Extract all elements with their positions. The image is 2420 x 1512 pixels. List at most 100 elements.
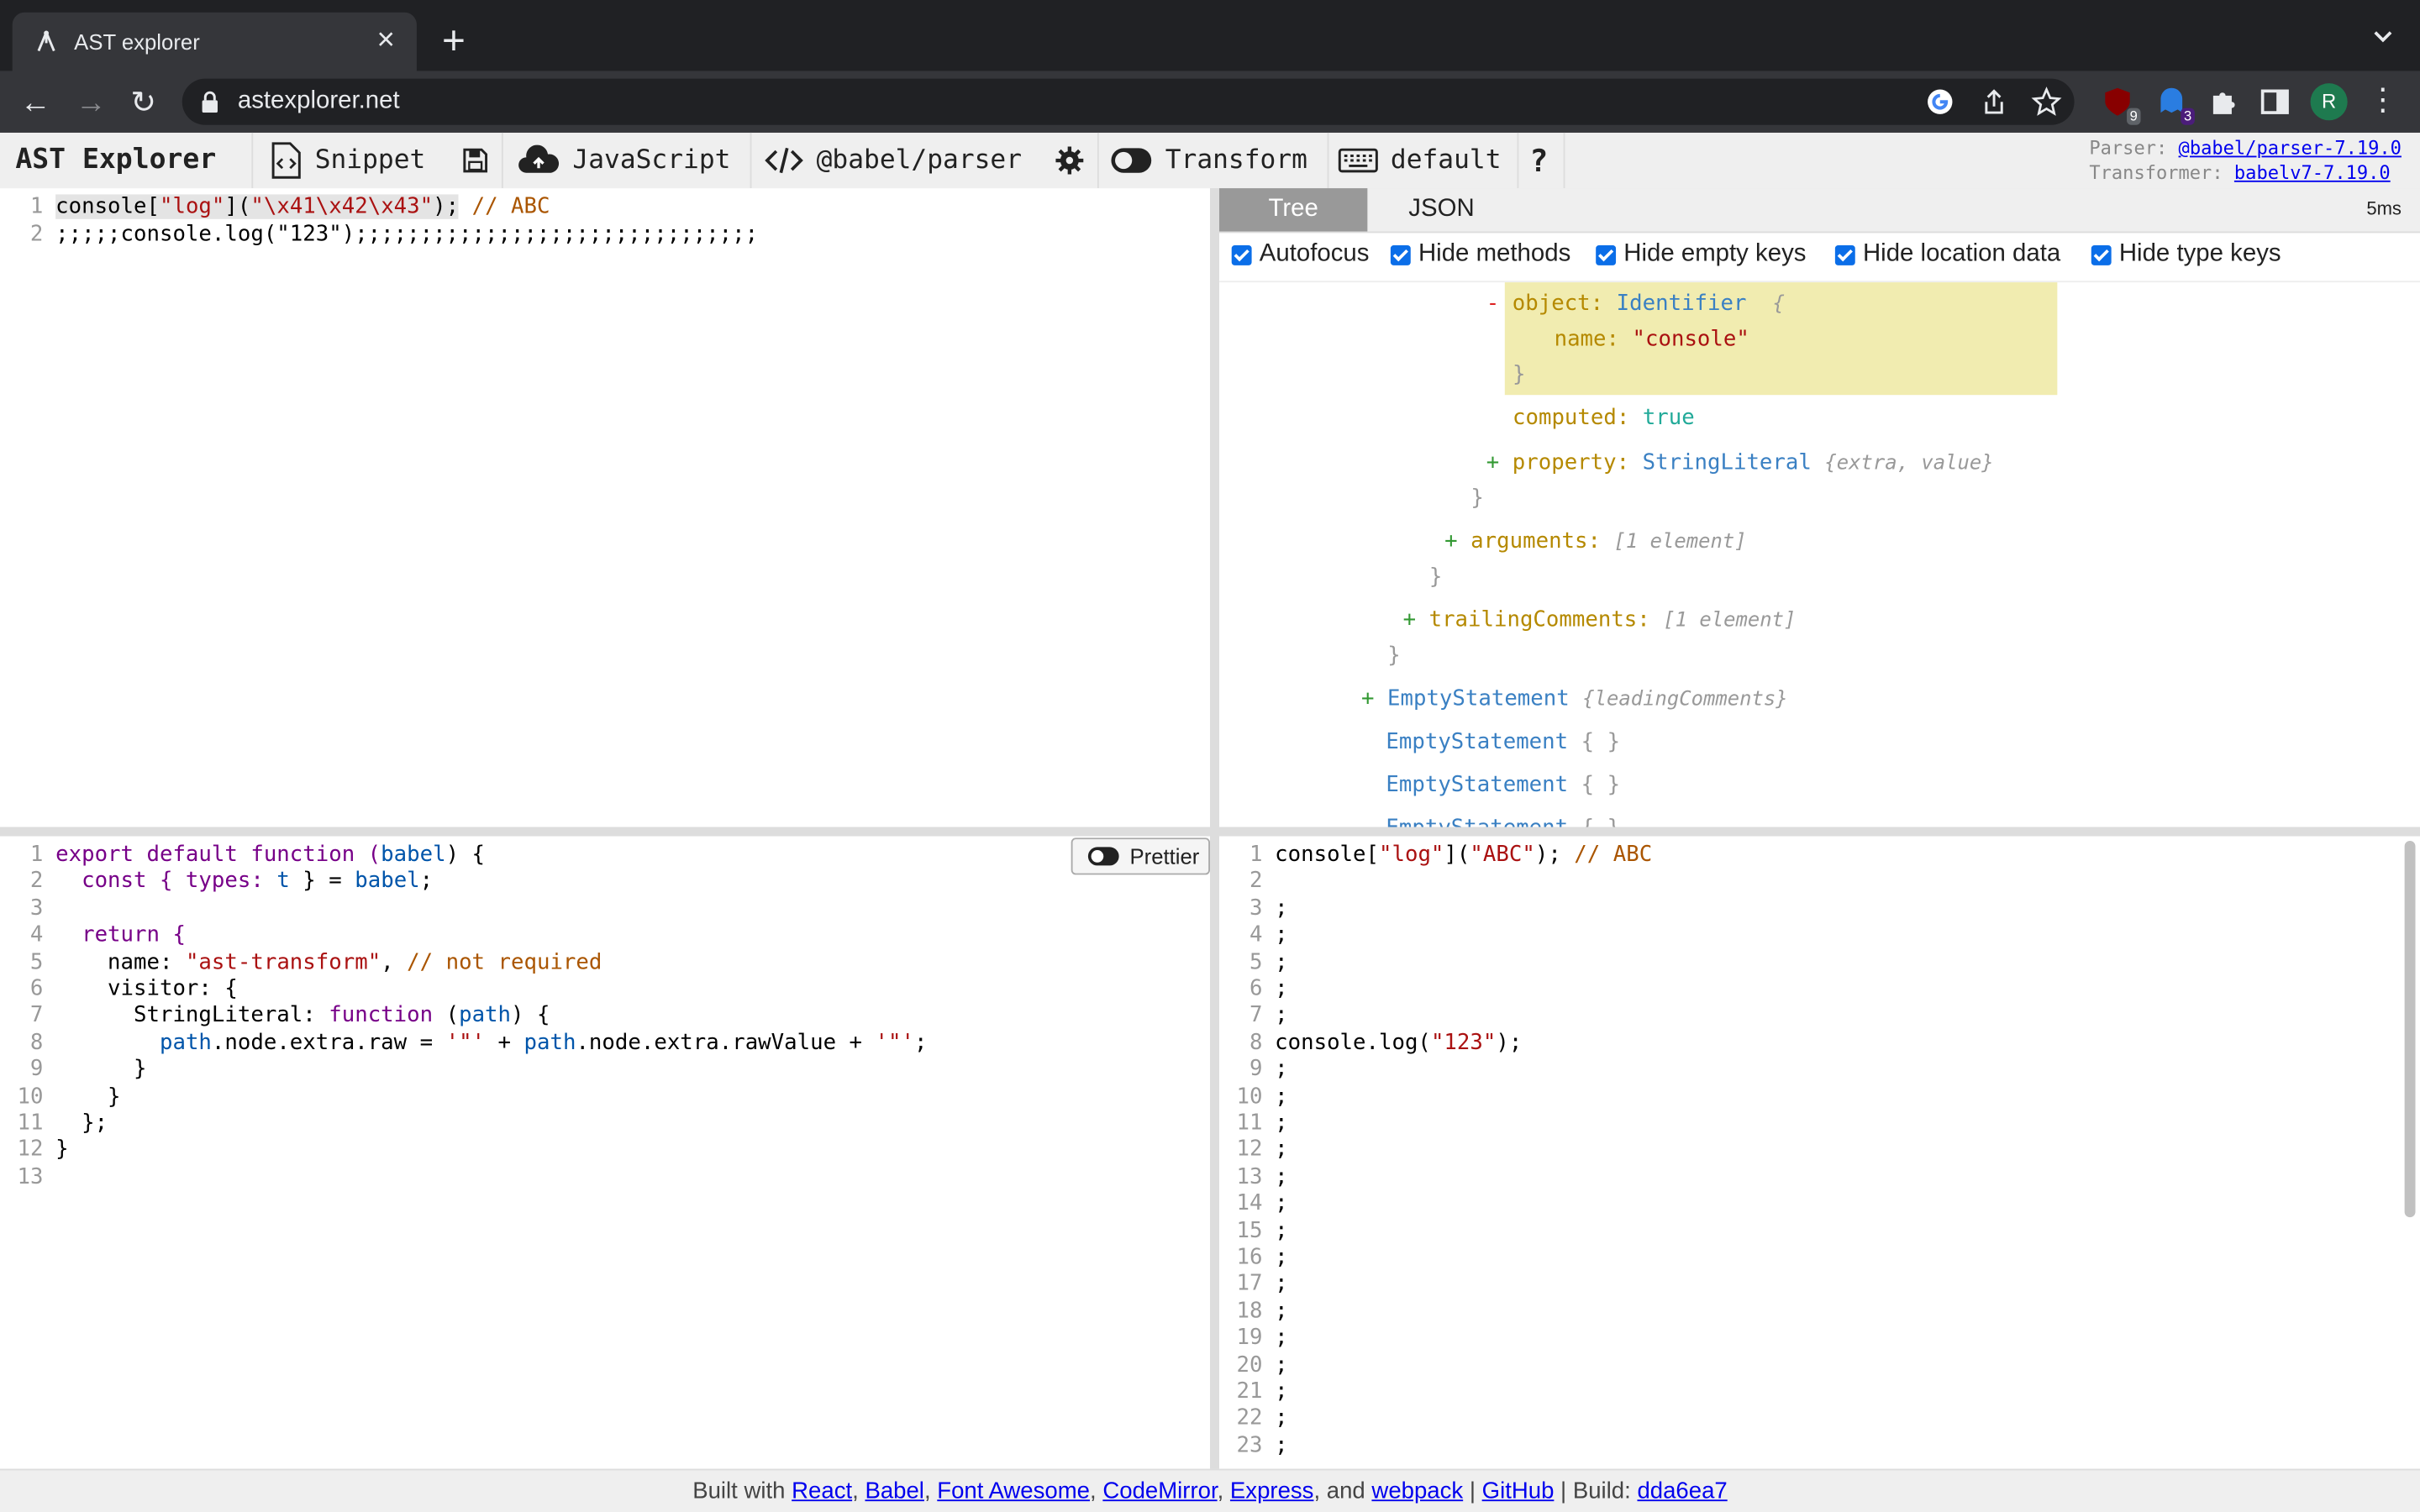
parser-menu[interactable]: @babel/parser <box>764 133 1022 188</box>
result-line: ; <box>1275 1379 1288 1404</box>
back-arrow-icon[interactable]: ← <box>19 86 51 121</box>
result-line: ; <box>1275 1191 1288 1216</box>
prettier-button[interactable]: Prettier <box>1071 837 1210 875</box>
checkbox-checked[interactable] <box>2091 244 2112 265</box>
profile-avatar[interactable]: R <box>2310 83 2348 121</box>
tree-brace: } <box>1387 643 1401 669</box>
horizontal-splitter[interactable] <box>0 827 2420 837</box>
line-number: 8 <box>1249 1030 1263 1055</box>
result-line: ; <box>1275 922 1288 948</box>
browser-menu-icon[interactable]: ⋮ <box>2367 83 2399 118</box>
ghostery-extension-icon[interactable]: 3 <box>2154 85 2195 125</box>
option-autofocus[interactable]: Autofocus <box>1231 241 1369 269</box>
url-text: astexplorer.net <box>237 87 400 114</box>
build-hash-link[interactable]: dda6ea7 <box>1637 1478 1728 1504</box>
google-icon[interactable] <box>1924 87 1955 118</box>
browser-tab[interactable]: AST explorer × <box>12 12 417 71</box>
tree-brace: } <box>1428 564 1443 590</box>
checkbox-checked[interactable] <box>1834 244 1855 265</box>
tree-prop-name: name: "console" <box>1554 327 1749 352</box>
tree-node-object[interactable]: - object: Identifier { <box>1486 291 1785 317</box>
tree-node-property[interactable]: + property: StringLiteral {extra, value} <box>1486 450 1994 475</box>
option-hide-location-data[interactable]: Hide location data <box>1834 241 2060 269</box>
tab-tree[interactable]: Tree <box>1219 188 1368 232</box>
cloud-upload-icon <box>518 144 560 173</box>
express-link[interactable]: Express <box>1229 1478 1314 1504</box>
line-number: 23 <box>1236 1432 1263 1458</box>
codemirror-link[interactable]: CodeMirror <box>1102 1478 1218 1504</box>
reload-icon[interactable]: ↻ <box>130 86 157 121</box>
checkbox-checked[interactable] <box>1231 244 1252 265</box>
tree-node-empty-statement[interactable]: + EmptyStatement {leadingComments} <box>1361 686 1788 711</box>
result-line: ; <box>1275 949 1288 975</box>
new-tab-icon[interactable]: + <box>442 17 466 64</box>
transformer-version-link[interactable]: babelv7-7.19.0 <box>2233 161 2391 184</box>
line-number: 1 <box>29 194 44 219</box>
result-line: ; <box>1275 1299 1288 1324</box>
line-number: 8 <box>29 1030 44 1055</box>
parser-settings-gear-icon[interactable] <box>1055 146 1084 175</box>
line-number: 21 <box>1236 1379 1263 1404</box>
line-number: 13 <box>17 1164 44 1189</box>
language-menu[interactable]: JavaScript <box>517 133 730 188</box>
bookmark-star-icon[interactable] <box>2031 87 2062 118</box>
font-awesome-link[interactable]: Font Awesome <box>937 1478 1091 1504</box>
tab-json[interactable]: JSON <box>1408 196 1475 223</box>
option-hide-type-keys[interactable]: Hide type keys <box>2091 241 2281 269</box>
line-number: 1 <box>29 842 44 868</box>
toolbar-divider <box>251 132 254 189</box>
tree-highlight <box>1504 282 2058 396</box>
transform-line: } <box>55 1057 147 1082</box>
forward-arrow-icon[interactable]: → <box>76 86 107 121</box>
ublock-extension-icon[interactable]: 9 <box>2101 85 2141 125</box>
share-icon[interactable] <box>1979 87 2010 118</box>
line-number: 6 <box>1249 976 1263 1002</box>
save-icon[interactable] <box>461 146 489 174</box>
tab-search-chevron-icon[interactable] <box>2368 22 2399 53</box>
transform-toggle[interactable]: Transform <box>1110 133 1307 188</box>
webpack-link[interactable]: webpack <box>1371 1478 1464 1504</box>
address-bar[interactable]: astexplorer.net <box>182 78 2075 125</box>
toolbar-divider <box>1517 132 1519 189</box>
source-editor[interactable]: 1 console["log"]("\x41\x42\x43"); // ABC… <box>0 188 1210 827</box>
result-scrollbar[interactable] <box>2404 841 2416 1218</box>
line-number: 14 <box>1236 1191 1263 1216</box>
line-number: 2 <box>29 222 44 247</box>
keymap-menu[interactable]: default <box>1338 133 1502 188</box>
transform-line: } <box>55 1084 121 1109</box>
line-number: 10 <box>17 1084 44 1109</box>
app-brand: AST Explorer <box>15 143 217 176</box>
tree-node-empty-statement[interactable]: EmptyStatement { } <box>1386 816 1620 827</box>
transform-line: }; <box>55 1110 108 1136</box>
help-question-icon[interactable]: ? <box>1529 141 1549 180</box>
tree-node-arguments[interactable]: + arguments: [1 element] <box>1444 529 1747 554</box>
app-toolbar: AST Explorer Snippet JavaScript @babel/p… <box>0 132 2420 190</box>
tree-node-empty-statement[interactable]: EmptyStatement { } <box>1386 729 1621 755</box>
option-hide-methods[interactable]: Hide methods <box>1390 241 1570 269</box>
checkbox-checked[interactable] <box>1390 244 1411 265</box>
tree-node-trailing-comments[interactable]: + trailingComments: [1 element] <box>1402 607 1797 633</box>
extensions-puzzle-icon[interactable] <box>2207 85 2241 118</box>
checkbox-checked[interactable] <box>1596 244 1617 265</box>
ast-tree: - object: Identifier { name: "console" }… <box>1219 282 2420 827</box>
result-line: console.log("123"); <box>1275 1030 1523 1055</box>
option-hide-empty-keys[interactable]: Hide empty keys <box>1596 241 1806 269</box>
babel-link[interactable]: Babel <box>865 1478 924 1504</box>
github-link[interactable]: GitHub <box>1481 1478 1555 1504</box>
line-number: 19 <box>1236 1326 1263 1351</box>
tree-node-empty-statement[interactable]: EmptyStatement { } <box>1386 773 1621 798</box>
line-number: 5 <box>1249 949 1263 975</box>
footer: Built with React, Babel, Font Awesome, C… <box>0 1468 2420 1512</box>
snippet-menu[interactable]: Snippet <box>269 133 425 188</box>
result-line: ; <box>1275 1218 1288 1243</box>
toolbar-divider <box>750 132 752 189</box>
react-link[interactable]: React <box>792 1478 853 1504</box>
side-panel-icon[interactable] <box>2258 85 2291 118</box>
tab-close-icon[interactable]: × <box>376 23 395 57</box>
keyboard-icon <box>1338 148 1378 173</box>
line-number: 7 <box>1249 1003 1263 1028</box>
parser-version-link[interactable]: @babel/parser-7.19.0 <box>2178 137 2402 160</box>
browser-tab-strip: AST explorer × + <box>0 0 2420 71</box>
